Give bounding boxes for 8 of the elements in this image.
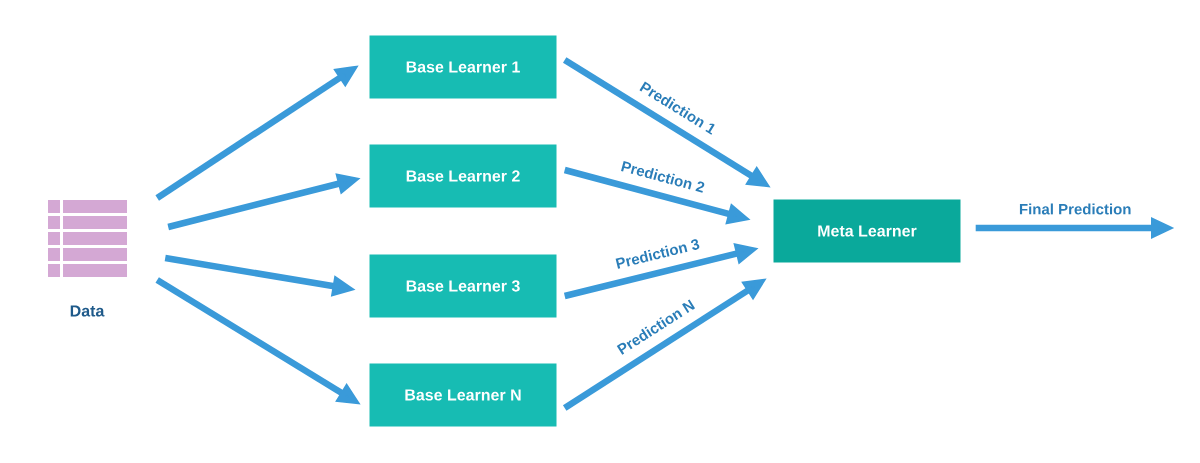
process-box: Base Learner 2 xyxy=(369,144,557,208)
edge-label: Prediction 3 xyxy=(615,239,700,269)
process-box: Meta Learner xyxy=(773,199,961,263)
process-box: Base Learner 3 xyxy=(369,254,557,318)
process-box: Base Learner N xyxy=(369,363,557,427)
process-box: Base Learner 1 xyxy=(369,35,557,99)
node-label: Data xyxy=(70,305,105,317)
edge-label: Final Prediction xyxy=(1019,203,1131,215)
